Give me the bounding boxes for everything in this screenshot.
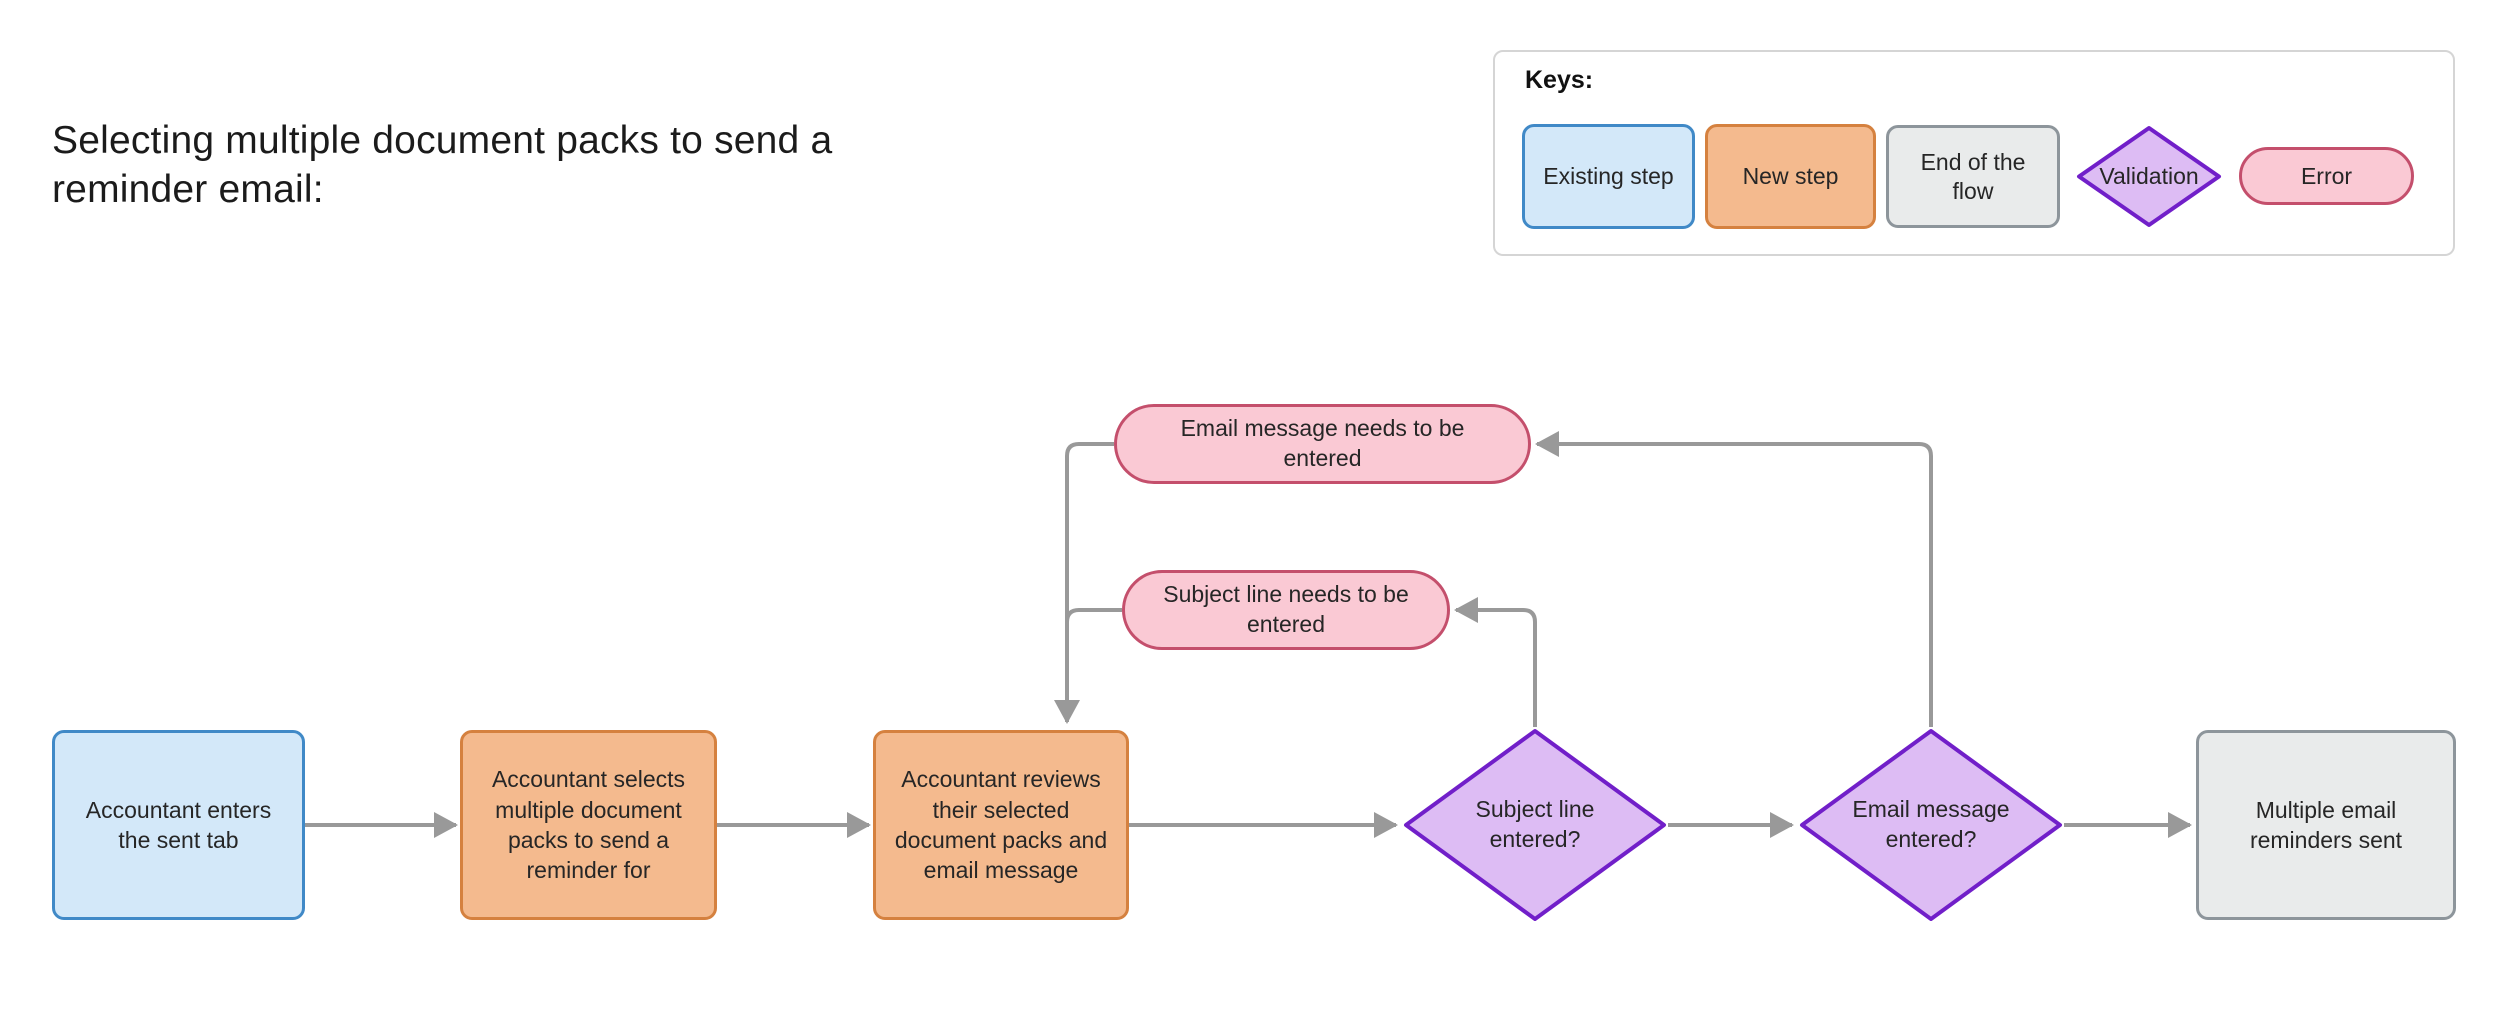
legend-validation: Validation xyxy=(2075,125,2223,228)
node-select-packs-label: Accountant selects multiple document pac… xyxy=(491,766,686,884)
node-subject-entered: Subject line entered? xyxy=(1402,727,1668,923)
edge-subject-to-error-subject xyxy=(1454,597,1537,727)
node-error-email-message-label: Email message needs to be entered xyxy=(1180,415,1465,471)
node-review-packs-label: Accountant reviews their selected docume… xyxy=(894,766,1108,884)
legend-existing-step: Existing step xyxy=(1522,124,1695,229)
edge-error-subject-to-review xyxy=(1065,608,1122,623)
node-reminders-sent: Multiple email reminders sent xyxy=(2196,730,2456,920)
node-review-packs: Accountant reviews their selected docume… xyxy=(873,730,1129,920)
node-error-subject-line: Subject line needs to be entered xyxy=(1122,570,1450,650)
legend-end-of-flow-label: End of the flow xyxy=(1920,148,2026,204)
legend-validation-diamond-icon xyxy=(2077,126,2221,227)
subject-entered-diamond-shape xyxy=(1404,729,1666,921)
node-enter-sent-tab: Accountant enters the sent tab xyxy=(52,730,305,920)
edge-error-email-to-review xyxy=(1054,442,1114,724)
legend-title: Keys: xyxy=(1525,66,1594,94)
node-error-subject-line-label: Subject line needs to be entered xyxy=(1163,581,1409,637)
node-enter-sent-tab-label: Accountant enters the sent tab xyxy=(85,796,272,853)
email-entered-diamond-shape xyxy=(1800,729,2062,921)
legend-validation-label: Validation xyxy=(2099,163,2199,189)
legend-new-step: New step xyxy=(1705,124,1876,229)
page-title: Selecting multiple document packs to sen… xyxy=(52,119,833,212)
edge-email-to-error-email xyxy=(1535,431,1933,727)
legend-error: Error xyxy=(2239,147,2414,205)
node-reminders-sent-label: Multiple email reminders sent xyxy=(2249,796,2403,853)
legend-panel: Keys: Existing step New step End of the … xyxy=(1493,50,2455,256)
node-error-email-message: Email message needs to be entered xyxy=(1114,404,1531,484)
node-email-entered: Email message entered? xyxy=(1798,727,2064,923)
legend-new-step-label: New step xyxy=(1742,163,1839,190)
legend-error-label: Error xyxy=(2300,162,2353,189)
legend-existing-step-label: Existing step xyxy=(1543,163,1674,190)
node-select-packs: Accountant selects multiple document pac… xyxy=(460,730,717,920)
node-email-entered-label: Email message entered? xyxy=(1852,796,2010,852)
node-subject-entered-label: Subject line entered? xyxy=(1475,796,1595,852)
legend-end-of-flow: End of the flow xyxy=(1886,125,2060,228)
